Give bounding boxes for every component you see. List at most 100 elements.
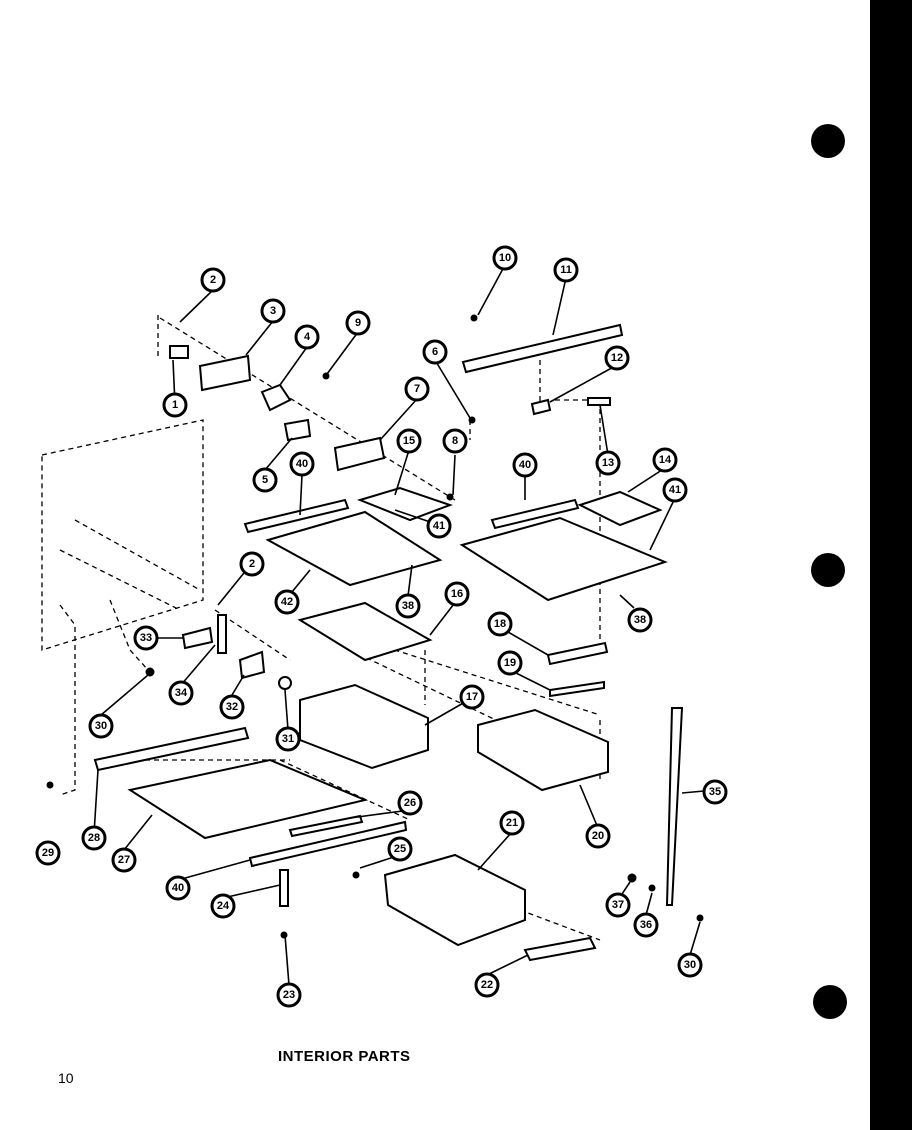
callout-9: 9: [345, 310, 371, 336]
part-16-cover: [297, 601, 433, 662]
svg-text:16: 16: [451, 588, 463, 600]
svg-text:42: 42: [281, 596, 293, 608]
callout-1: 1: [162, 392, 188, 418]
part-15-shelf-insert: [356, 486, 453, 522]
part-5-switch: [283, 418, 312, 442]
part-35-rod: [665, 707, 684, 906]
leader-lines: [93, 264, 716, 986]
callout-2-lower: 2: [239, 551, 265, 577]
svg-text:40: 40: [296, 458, 308, 470]
callout-28: 28: [81, 825, 107, 851]
svg-text:28: 28: [88, 832, 100, 844]
callout-10: 10: [492, 245, 518, 271]
callout-8: 8: [442, 428, 468, 454]
part-37-screw: [627, 873, 637, 883]
callout-7: 7: [404, 376, 430, 402]
callout-30-right: 30: [677, 952, 703, 978]
svg-text:30: 30: [95, 720, 107, 732]
part-34-hinge: [217, 614, 227, 654]
callout-4: 4: [294, 324, 320, 350]
callout-13: 13: [595, 450, 621, 476]
svg-text:40: 40: [172, 882, 184, 894]
callout-2: 2: [200, 267, 226, 293]
part-9-screw: [322, 372, 330, 380]
callout-18: 18: [487, 611, 513, 637]
callout-40-bottom: 40: [165, 875, 191, 901]
callout-27: 27: [111, 847, 137, 873]
svg-text:21: 21: [506, 817, 518, 829]
svg-text:34: 34: [175, 687, 188, 699]
part-12-clip: [530, 398, 552, 416]
svg-text:19: 19: [504, 657, 516, 669]
svg-text:33: 33: [140, 632, 152, 644]
part-3-light-housing: [198, 354, 252, 392]
part-40-trim-right: [490, 498, 580, 530]
svg-text:20: 20: [592, 830, 604, 842]
callout-3: 3: [260, 298, 286, 324]
callout-16: 16: [444, 581, 470, 607]
parts-sheet: [0, 0, 870, 1130]
part-8-screw: [468, 416, 476, 424]
callout-42: 42: [274, 589, 300, 615]
callout-20: 20: [585, 823, 611, 849]
part-26-strip: [288, 814, 364, 838]
callout-40-right: 40: [512, 452, 538, 478]
part-27-glass-shelf: [127, 758, 369, 840]
callout-19: 19: [497, 650, 523, 676]
part-13-pin: [587, 397, 611, 406]
svg-text:23: 23: [283, 989, 295, 1001]
svg-text:30: 30: [684, 959, 696, 971]
svg-text:32: 32: [226, 701, 238, 713]
part-32-hinge: [238, 650, 266, 680]
svg-text:35: 35: [709, 786, 721, 798]
part-30-screw-left: [145, 667, 155, 677]
svg-text:6: 6: [432, 346, 438, 358]
binder-hole-bottom: [813, 985, 847, 1019]
part-14-shelf-insert: [577, 490, 663, 527]
part-4-socket: [260, 383, 292, 412]
part-22-cover: [523, 936, 597, 962]
binder-hole-top: [811, 124, 845, 158]
part-10-screw: [470, 314, 478, 322]
svg-text:38: 38: [634, 614, 646, 626]
svg-text:41: 41: [433, 520, 445, 532]
callout-38-left: 38: [395, 593, 421, 619]
svg-text:2: 2: [210, 274, 216, 286]
callout-34: 34: [168, 680, 194, 706]
part-40-trim-left: [243, 498, 350, 534]
part-21-meat-pan: [383, 853, 526, 947]
part-36-washer: [648, 884, 656, 892]
callout-35: 35: [702, 779, 728, 805]
page-title: INTERIOR PARTS: [278, 1048, 411, 1065]
svg-text:7: 7: [414, 383, 420, 395]
callout-40-left: 40: [289, 451, 315, 477]
part-33-bracket: [181, 626, 214, 650]
callout-26: 26: [397, 790, 423, 816]
svg-text:12: 12: [611, 352, 623, 364]
callout-32: 32: [219, 694, 245, 720]
callout-11: 11: [553, 257, 579, 283]
svg-text:11: 11: [560, 264, 572, 276]
svg-text:29: 29: [42, 847, 54, 859]
callout-30-left: 30: [88, 713, 114, 739]
part-17-crisper-pan: [299, 683, 429, 770]
svg-text:2: 2: [249, 558, 255, 570]
svg-text:36: 36: [640, 919, 652, 931]
svg-text:27: 27: [118, 854, 130, 866]
svg-text:8: 8: [452, 435, 458, 447]
callout-37: 37: [605, 892, 631, 918]
parts-artwork: [46, 314, 704, 962]
svg-text:4: 4: [304, 331, 311, 343]
svg-text:25: 25: [394, 843, 406, 855]
part-11-rail: [461, 323, 624, 374]
part-31-bushing: [278, 676, 292, 690]
svg-text:3: 3: [270, 305, 276, 317]
svg-text:41: 41: [669, 484, 681, 496]
callout-41-right: 41: [662, 477, 688, 503]
svg-text:13: 13: [602, 457, 614, 469]
page-number: 10: [58, 1070, 74, 1086]
callout-24: 24: [210, 893, 236, 919]
callout-31: 31: [275, 726, 301, 752]
part-23-screw: [280, 931, 288, 939]
